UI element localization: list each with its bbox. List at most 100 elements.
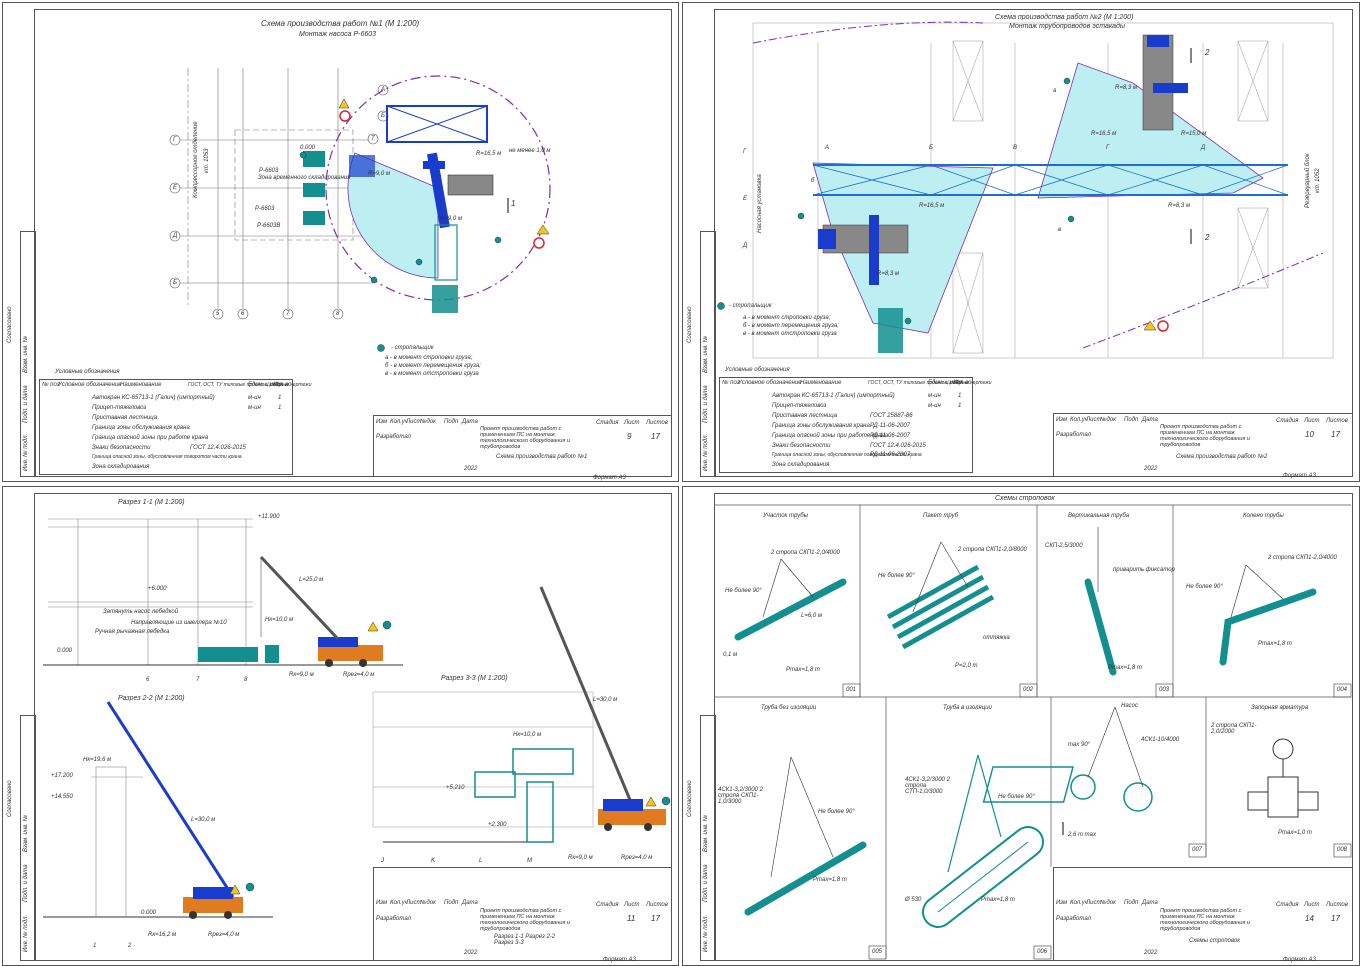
side-stamp (20, 715, 36, 961)
title-block: Изм Кол.уч Лист №док Подп Дата Разработа… (373, 415, 672, 477)
panel-3-title: Вертикальная труба (1068, 513, 1130, 519)
section-mark: 1 (511, 199, 516, 208)
sheet-2-plan (717, 21, 1334, 359)
sheet-2-frame (714, 9, 1353, 477)
axis-col-1: 5 (216, 311, 220, 317)
sheet-total: 17 (651, 432, 660, 441)
axis-top-3: В (1013, 145, 1018, 151)
title-block: Изм Кол.уч Лист №док Подп Дата Разработа… (1053, 413, 1353, 477)
legend-table: № поз Условное обозначение Наименование … (719, 377, 991, 473)
legend-symbol: - стропальщик (729, 303, 772, 309)
sheet-3-frame (34, 493, 672, 961)
axis-top-2: Б (929, 145, 933, 151)
sheet-1: Согласовано Взам. инв. № Подп. и дата Ин… (2, 2, 679, 482)
axis-col-2: 6 (241, 311, 245, 317)
legend-title: Условные обозначения (725, 367, 790, 373)
pump-label-2: Р-6603 (255, 206, 275, 212)
axis-top-4: Г (1106, 145, 1110, 151)
sheet-number: 9 (627, 432, 632, 441)
legend-row-1: Автокран КС-65713-1 (Галич) (импортный) (92, 395, 215, 401)
legend-row-4: Граница зоны обслуживания крана (92, 425, 190, 431)
side-stamp (20, 231, 36, 477)
title-block: Изм Кол.уч Лист №док Подп Дата Разработа… (373, 867, 672, 961)
building-code: кт. 1053 (204, 148, 210, 173)
panel-5-title: Труба без изоляции (761, 705, 817, 711)
radius-label-3: R=9,0 м (440, 216, 462, 222)
side-stamp (700, 231, 716, 477)
legend-line-b: б - в момент перемещения груза; (385, 363, 481, 369)
sheet-1-title: Схема производства работ №1 (М 1:200) (261, 19, 420, 28)
axis-col-4: 8 (336, 311, 340, 317)
radius-label-2: R=9,0 м (368, 171, 390, 177)
legend-row-7: Граница опасной зоны, обусловленная пово… (92, 454, 242, 460)
panel-8-title: Запорная арматура (1251, 705, 1309, 711)
legend-title: Условные обозначения (55, 369, 120, 375)
side-stamp (700, 715, 716, 961)
section-mark-top: 2 (1205, 48, 1210, 57)
right-code: кт. 1052 (1315, 168, 1321, 193)
letter-a: а (1053, 88, 1057, 94)
sheet-1-subtitle: Монтаж насоса Р-6603 (299, 31, 377, 38)
axis-row-1: Г (173, 137, 177, 143)
sheet-4-panels (714, 504, 1352, 960)
axis-row-2: Е (173, 185, 178, 191)
temp-storage-label: Зона временного складирования (258, 175, 351, 181)
axis-top-1: А (381, 87, 386, 93)
legend-line-c: в - в момент отстроповки груза (385, 371, 479, 377)
axis-top-1: А (825, 145, 830, 151)
sheet-2-subtitle: Монтаж трубопроводов эстакады (1009, 23, 1126, 30)
radius-5: R=16,5 м (919, 203, 945, 209)
letter-b: б (811, 178, 815, 184)
radius-4: R=8,3 м (1168, 203, 1190, 209)
sheet-2-title: Схема производства работ №2 (М 1:200) (995, 14, 1134, 21)
panel-4-title: Колено трубы (1243, 513, 1284, 519)
axis-row-1: Г (743, 149, 747, 155)
sheet-1-plan (169, 68, 551, 352)
axis-top-3: Т (371, 136, 375, 142)
developer: Разработал (376, 434, 411, 440)
legend-table: № поз Условное обозначение Наименование … (39, 379, 311, 475)
building-label: Компрессорное отделение (193, 121, 199, 198)
axis-row-3: Д (173, 233, 178, 239)
axis-row-2: Е (743, 196, 748, 202)
legend-line-a: а - в момент строповки груза; (385, 355, 473, 361)
sheet-4-frame (714, 493, 1353, 961)
legend-row-5: Граница опасной зоны при работе крана (92, 435, 209, 441)
section-mark-bottom: 2 (1205, 233, 1210, 242)
panel-7-title: Насос (1121, 703, 1139, 709)
title-block: Изм Кол.уч Лист №док Подп Дата Разработа… (1053, 867, 1353, 961)
sheet-3-sections (43, 518, 671, 919)
radius-6: R=8,3 м (877, 271, 899, 277)
legend-row-6: Знаки безопасности (92, 445, 151, 451)
letter-v: в (1058, 227, 1062, 233)
drawing-name: Схема производства работ №1 (496, 454, 588, 460)
sheet-3: Согласовано Взам. инв. № Подп. и дата Ин… (2, 486, 679, 966)
section-11-title: Разрез 1-1 (М 1:200) (118, 499, 185, 506)
pump-label-3: Р-6603В (257, 223, 281, 229)
radius-3: R=15,0 м (1181, 131, 1207, 137)
legend-row-2: Прицеп-тяжеловоз (92, 405, 147, 411)
format-label: Формат А3 (593, 475, 626, 481)
sheet-2: Согласовано Взам. инв. № Подп. и дата Ин… (682, 2, 1360, 482)
axis-top-5: Д (1201, 145, 1206, 151)
level-label: 0.000 (300, 145, 316, 151)
radius-2: R=16,5 м (1091, 131, 1117, 137)
right-label: Резервуарный блок (1305, 153, 1311, 208)
axis-row-3: Д (743, 243, 748, 249)
panel-6-title: Труба в изоляции (943, 705, 992, 711)
section-22-title: Разрез 2-2 (М 1:200) (118, 695, 185, 702)
panel-1-title: Участок трубы (763, 513, 809, 519)
panel-2-title: Пакет труб (923, 513, 959, 519)
legend-symbol: - стропальщик (391, 345, 434, 351)
project-name: Проект производства работ с применением … (480, 426, 570, 450)
left-label: Насосная установка (757, 174, 763, 233)
axis-top-2: Б (381, 113, 385, 119)
legend-row-3: Приставная лестница (92, 415, 158, 421)
section-33-title: Разрез 3-3 (М 1:200) (441, 675, 508, 682)
clearance-label: не менее 1,0 м (509, 148, 551, 154)
pump-label-1: Р-6603 (259, 168, 279, 174)
axis-row-4: Б (173, 280, 177, 286)
sheet-4: Согласовано Взам. инв. № Подп. и дата Ин… (682, 486, 1360, 966)
legend-row-8: Зона складирования (92, 464, 150, 470)
sheet-1-frame (34, 9, 672, 477)
